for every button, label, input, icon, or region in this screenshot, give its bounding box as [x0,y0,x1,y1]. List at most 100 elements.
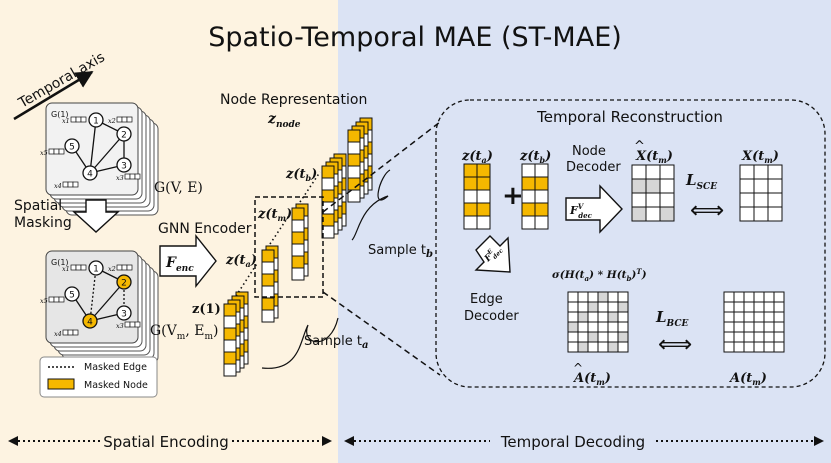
matrix-cell [645,206,661,222]
matrix-cell [567,291,579,303]
embedding-cell [261,261,275,275]
matrix-cell [773,321,785,333]
feature-cell [129,321,136,328]
embedding-cell [223,303,237,317]
matrix-cell [733,321,745,333]
z-ta-matrix [463,163,478,230]
matrix-cell [645,164,661,180]
matrix-cell [631,164,647,180]
embedding-cell [321,189,335,203]
feature-cell [129,173,136,180]
feature-label: x3 [116,174,124,182]
matrix-cell [723,331,735,343]
graph-node [64,138,80,154]
embedding-cell [463,215,478,230]
matrix-cell [773,341,785,353]
ztm-label: z(tm) [257,207,292,223]
feature-cell [67,329,74,336]
embedding-cell [476,163,491,178]
temporal-decoding-arrow [344,436,824,446]
graph-node [116,305,132,321]
temporal-decoding-label: Temporal Decoding [500,433,645,451]
matrix-cell [659,178,675,194]
matrix-cell [607,291,619,303]
matrix-cell [723,301,735,313]
feature-cell [116,264,123,271]
node-decoder-arrow [565,184,623,234]
embedding-column [321,165,335,239]
embedding-cell [463,189,478,204]
embedding-cell [223,339,237,353]
matrix-cell [577,311,589,323]
equiv-sce: ⟺ [690,196,724,224]
feature-cell [58,296,65,303]
matrix-cell [607,311,619,323]
embedding-cell [321,213,335,227]
graph-edge [89,133,125,174]
matrix-cell [753,321,765,333]
matrix-cell [577,331,589,343]
feature-cell [70,116,77,123]
matrix-cell [753,164,769,180]
ztb-label: z(tb) [285,167,317,183]
graph-card-label: G(1) [51,110,69,119]
embedding-cell [521,189,536,204]
feature-cell [53,148,60,155]
graph-card [45,250,139,344]
matrix-cell [753,178,769,194]
node-number: 1 [93,265,99,275]
embedding-cell [476,189,491,204]
graph-node [116,157,132,173]
feature-label: x2 [108,117,116,125]
feature-cell [72,181,79,188]
feature-cell [116,116,123,123]
feature-cell [75,264,82,271]
matrix-cell [767,192,783,208]
node-decoder-label-2: Decoder [566,160,621,175]
feature-cell [62,329,69,336]
embedding-trail [299,171,321,203]
embedding-cell [534,202,549,217]
graph-node [116,126,132,142]
matrix-cell [567,311,579,323]
matrix-cell [763,311,775,323]
temporal-axis-arrow [13,70,94,121]
matrix-cell [607,321,619,333]
node-number: 2 [121,279,127,289]
x-hat-label: X(tm) [635,149,673,165]
reconstruction-matrices [463,163,785,353]
embedding-trail [269,213,291,245]
matrix-cell [645,178,661,194]
embedding-cell [261,273,275,287]
feature-cell [124,321,131,328]
embedding-cell [347,129,361,143]
z-tb-matrix-col2 [534,163,549,230]
node-number: 5 [69,143,75,153]
graph-masked-label: G(Vm, Em) [150,323,218,342]
embedding-column [261,249,275,323]
matrix-cell [733,341,745,353]
matrix-cell [597,301,609,313]
feature-label: x1 [62,117,70,125]
embedding-cell [223,315,237,329]
matrix-cell [597,321,609,333]
feature-label: x5 [40,149,48,157]
embedding-cell [347,153,361,167]
matrix-cell [739,164,755,180]
edge-decoder-arrow [474,235,511,273]
matrix-cell [577,341,589,353]
matrix-cell [577,321,589,333]
embedding-cell [463,176,478,191]
node-number: 4 [87,318,93,328]
feature-cell [134,173,141,180]
graph-node [88,112,104,128]
matrix-cell [773,331,785,343]
legend-masked-edge: Masked Edge [84,362,147,373]
embedding-cell [521,163,536,178]
node-number: 3 [121,162,127,172]
embedding-cell [291,243,305,257]
matrix-cell [597,291,609,303]
embedding-column [291,207,305,281]
f-enc-symbol: Fenc [165,255,194,274]
zoom-line-top [322,121,441,213]
